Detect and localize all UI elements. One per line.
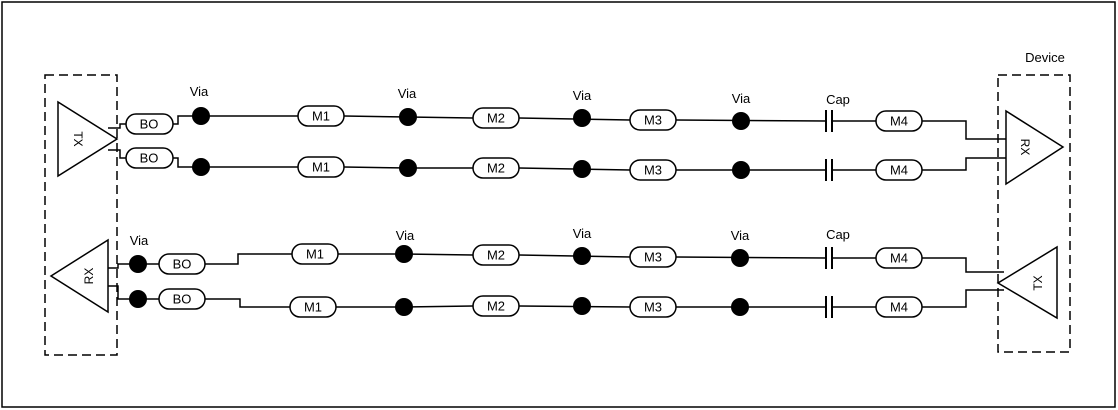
m3-pill-bot-3 bbox=[629, 246, 677, 268]
device-label: Device bbox=[1025, 50, 1065, 65]
bo-label-bot-1: BO bbox=[173, 257, 192, 272]
m2-label-bot-3: M2 bbox=[487, 248, 505, 263]
via-top-1-2 bbox=[399, 108, 417, 126]
bo-label-top-2: BO bbox=[140, 151, 159, 166]
m1-pill-top-2 bbox=[297, 156, 345, 178]
via-bot-4-2 bbox=[573, 297, 591, 315]
via-bot-4-0 bbox=[129, 290, 147, 308]
m1-label-top-1: M1 bbox=[312, 109, 330, 124]
via-top-1-3 bbox=[573, 109, 591, 127]
m1-label-bot-3: M1 bbox=[306, 247, 324, 262]
wire-bot-lane3-e bbox=[403, 253, 474, 256]
via-label-top-1: Via bbox=[190, 84, 209, 99]
right-device-box bbox=[997, 74, 1071, 353]
wire-bot-lane4-i bbox=[922, 289, 1004, 308]
wire-top-lane2-a bbox=[108, 149, 126, 159]
rx-triangle-bottom bbox=[49, 238, 109, 314]
via-label-bot-1: Via bbox=[396, 228, 415, 243]
via-bot-3-0 bbox=[129, 255, 147, 273]
m2-label-top-2: M2 bbox=[487, 161, 505, 176]
m2-label-bot-4: M2 bbox=[487, 299, 505, 314]
via-bot-3-1 bbox=[395, 245, 413, 263]
wire-top-lane1-d bbox=[343, 115, 409, 118]
cap-label-bot: Cap bbox=[826, 227, 850, 242]
m1-pill-bot-4 bbox=[289, 296, 337, 318]
via-label-top-4: Via bbox=[732, 91, 751, 106]
bo-label-bot-2: BO bbox=[173, 292, 192, 307]
via-label-bot-2: Via bbox=[573, 226, 592, 241]
bo-pill-top-2 bbox=[125, 147, 174, 169]
left-device-box bbox=[44, 74, 118, 356]
wire-bot-lane3-c bbox=[205, 253, 292, 265]
wire-top-lane1-b bbox=[173, 115, 201, 125]
via-top-1-4 bbox=[732, 112, 750, 130]
via-top-2-2 bbox=[399, 159, 417, 177]
via-bot-4-3 bbox=[731, 298, 749, 316]
wire-top-lane1-a bbox=[108, 123, 126, 129]
m1-pill-bot-3 bbox=[291, 243, 339, 265]
m2-label-top-1: M2 bbox=[487, 111, 505, 126]
m1-label-bot-4: M1 bbox=[304, 300, 322, 315]
bo-pill-bot-2 bbox=[158, 288, 206, 310]
wire-bot-lane4-a bbox=[108, 285, 138, 300]
wire-top-lane1-i bbox=[922, 120, 1006, 140]
rx-triangle-top bbox=[1005, 109, 1065, 186]
wire-top-lane1-g bbox=[675, 119, 827, 122]
wire-top-lane2-b bbox=[173, 157, 201, 168]
via-top-2-3 bbox=[573, 160, 591, 178]
via-bot-4-1 bbox=[395, 298, 413, 316]
m3-pill-top-1 bbox=[629, 109, 677, 131]
wire-bot-lane3-i bbox=[922, 257, 1004, 273]
cap-label-top: Cap bbox=[826, 92, 850, 107]
wire-bot-lane3-a bbox=[108, 263, 138, 269]
m3-label-bot-4: M3 bbox=[644, 300, 662, 315]
m2-pill-top-2 bbox=[472, 157, 520, 179]
m3-pill-bot-4 bbox=[629, 296, 677, 318]
via-label-bot-3: Via bbox=[731, 228, 750, 243]
m3-label-top-1: M3 bbox=[644, 113, 662, 128]
wire-top-lane2-i bbox=[922, 157, 1006, 171]
bo-pill-bot-1 bbox=[158, 253, 206, 275]
m2-pill-top-1 bbox=[472, 107, 520, 129]
m4-label-bot-3: M4 bbox=[890, 251, 908, 266]
via-label-bot-0: Via bbox=[130, 233, 149, 248]
m4-label-top-1: M4 bbox=[890, 114, 908, 129]
m3-pill-top-2 bbox=[629, 159, 677, 181]
via-top-1-1 bbox=[192, 107, 210, 125]
wire-top-lane2-d bbox=[343, 166, 409, 169]
via-bot-3-2 bbox=[573, 247, 591, 265]
m2-pill-bot-3 bbox=[472, 244, 520, 266]
tx-label-bottom: TX bbox=[1031, 275, 1045, 290]
via-bot-3-3 bbox=[731, 249, 749, 267]
m1-pill-top-1 bbox=[297, 105, 345, 127]
m2-pill-bot-4 bbox=[472, 295, 520, 317]
wire-top-lane1-e bbox=[407, 116, 474, 119]
via-top-2-4 bbox=[732, 161, 750, 179]
tx-triangle-bottom bbox=[996, 245, 1058, 320]
m4-label-top-2: M4 bbox=[890, 163, 908, 178]
m3-label-top-2: M3 bbox=[644, 163, 662, 178]
m3-label-bot-3: M3 bbox=[644, 250, 662, 265]
m4-pill-top-1 bbox=[875, 110, 923, 132]
wire-bot-lane4-e bbox=[403, 305, 474, 308]
rx-label-bottom: RX bbox=[82, 268, 96, 285]
via-label-top-2: Via bbox=[398, 86, 417, 101]
via-label-top-3: Via bbox=[573, 88, 592, 103]
bo-label-top-1: BO bbox=[140, 117, 159, 132]
bo-pill-top-1 bbox=[125, 113, 174, 135]
m1-label-top-2: M1 bbox=[312, 160, 330, 175]
m4-pill-bot-3 bbox=[875, 247, 923, 269]
m4-pill-top-2 bbox=[875, 159, 923, 181]
wire-bot-lane4-c bbox=[205, 298, 290, 308]
tx-label-top: TX bbox=[71, 131, 85, 146]
wire-bot-lane3-g bbox=[675, 256, 827, 259]
m4-pill-bot-4 bbox=[875, 296, 923, 318]
m4-label-bot-4: M4 bbox=[890, 300, 908, 315]
rx-label-top: RX bbox=[1018, 139, 1032, 156]
tx-triangle-top bbox=[57, 100, 119, 178]
via-top-2-1 bbox=[192, 158, 210, 176]
